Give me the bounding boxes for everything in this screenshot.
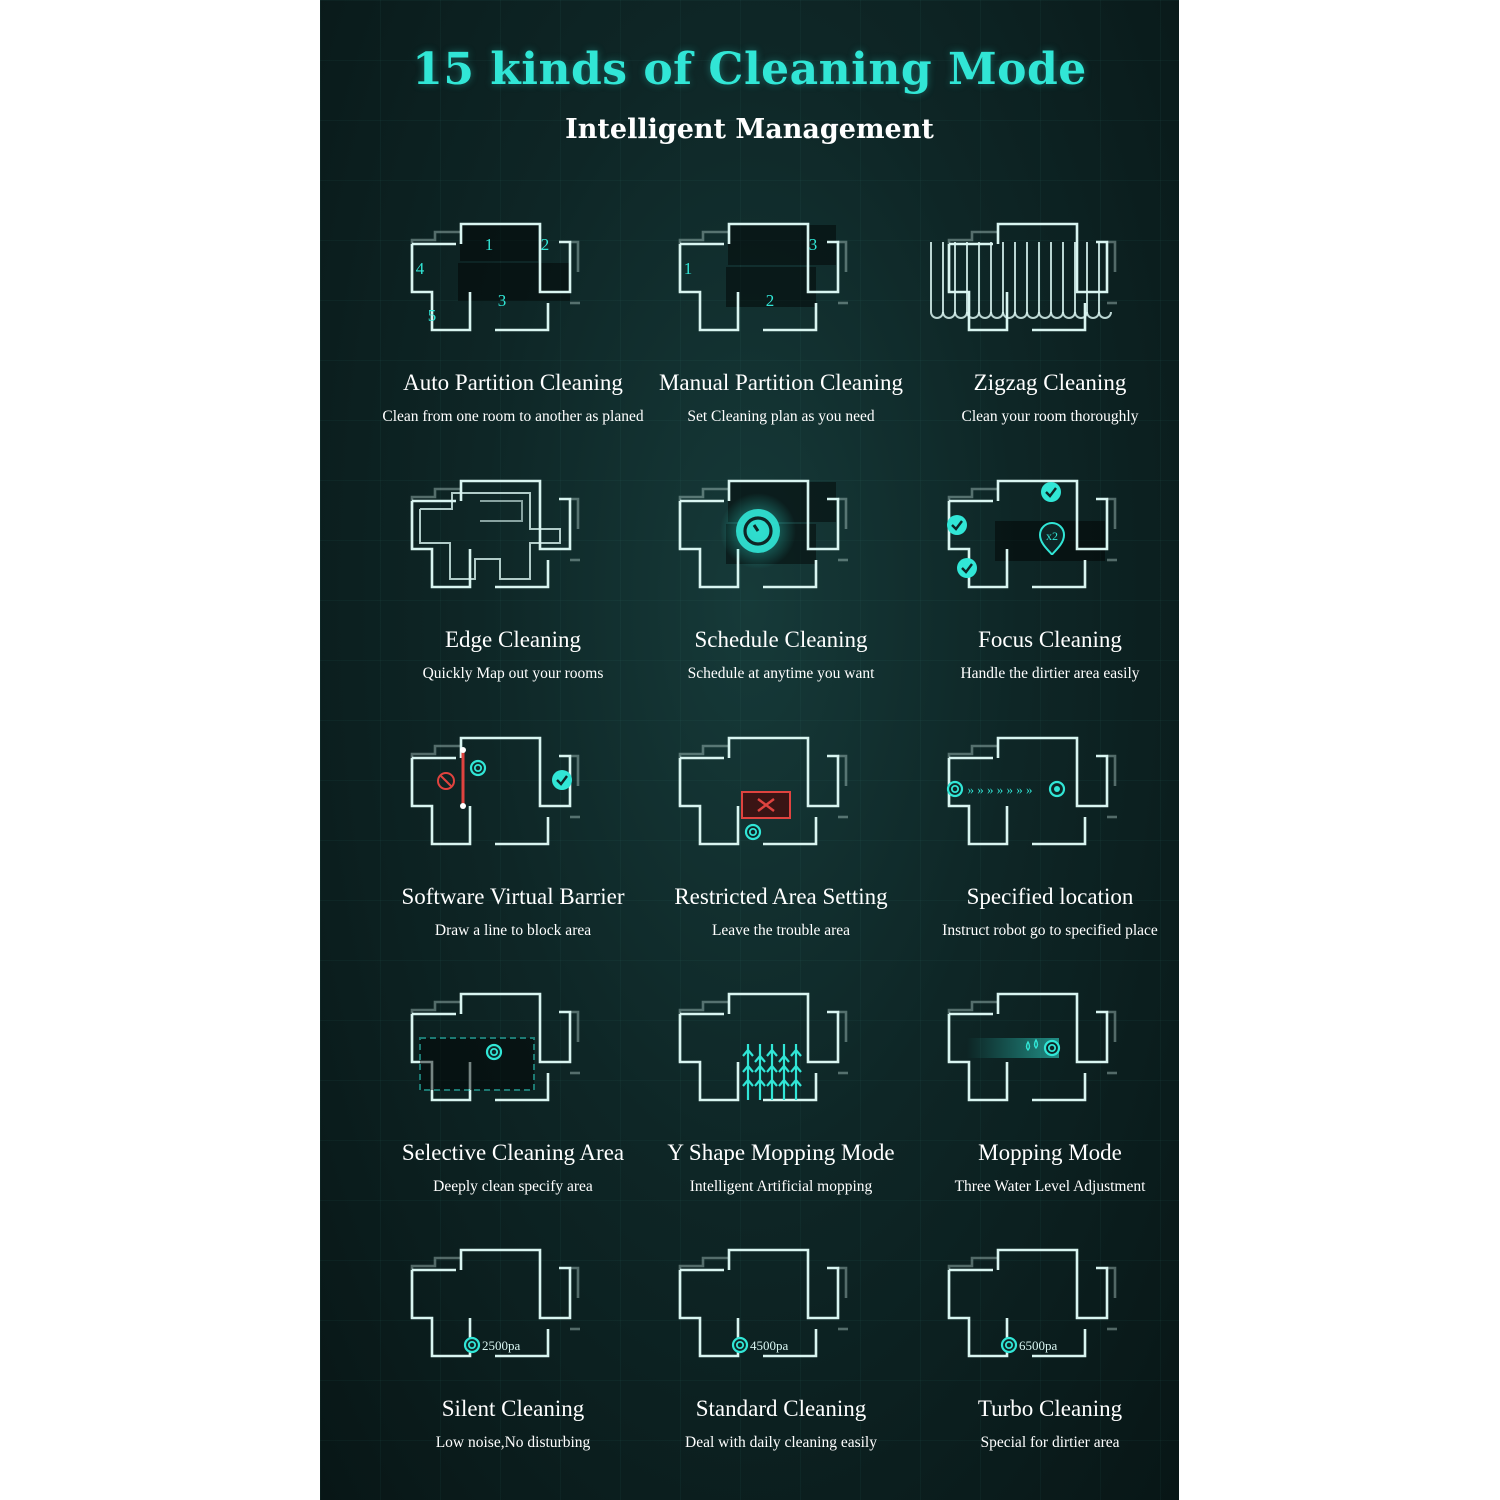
mode-description: Intelligent Artificial mopping	[689, 1178, 873, 1195]
svg-text:3: 3	[498, 291, 507, 310]
svg-text:» » » » » » »: » » » » » » »	[968, 782, 1033, 797]
target-location-icon: » » » » » » »	[907, 726, 1179, 866]
mode-description: Deal with daily cleaning easily	[685, 1434, 877, 1451]
mode-card-virtual-barrier: Software Virtual Barrier Draw a line to …	[370, 726, 656, 982]
mode-card-y-shape-mopping: Y Shape Mopping Mode Intelligent Artific…	[638, 982, 924, 1238]
mode-description: Set Cleaning plan as you need	[687, 408, 875, 425]
mode-description: Leave the trouble area	[711, 922, 851, 939]
mode-name: Restricted Area Setting	[674, 884, 888, 909]
svg-text:4500pa: 4500pa	[750, 1338, 789, 1353]
mode-card-zigzag: Zigzag Cleaning Clean your room thorough…	[907, 212, 1179, 468]
mode-card-selective-area: Selective Cleaning Area Deeply clean spe…	[370, 982, 656, 1238]
y-shape-mop-icon	[638, 982, 924, 1122]
mode-description: Draw a line to block area	[434, 922, 592, 939]
mode-description: Handle the dirtier area easily	[960, 665, 1140, 682]
svg-text:3: 3	[809, 235, 818, 254]
mode-name: Focus Cleaning	[978, 627, 1122, 652]
mode-description: Clean your room thoroughly	[961, 408, 1139, 425]
focus-pin-icon: x2	[907, 469, 1179, 609]
mode-card-standard: 4500pa Standard Cleaning Deal with daily…	[638, 1238, 924, 1494]
zigzag-path-icon	[907, 212, 1179, 352]
svg-text:2: 2	[541, 235, 550, 254]
auto-partition-map-icon: 1 2 3 4 5	[370, 212, 656, 352]
mode-card-auto-partition: 1 2 3 4 5 Auto Partition Cleaning Clean fro…	[370, 212, 656, 468]
mode-card-restricted-area: Restricted Area Setting Leave the troubl…	[638, 726, 924, 982]
suction-power-icon: 2500pa	[370, 1238, 656, 1378]
selection-area-icon	[370, 982, 656, 1122]
mode-card-mopping: Mopping Mode Three Water Level Adjustmen…	[907, 982, 1179, 1238]
suction-power-icon: 4500pa	[638, 1238, 924, 1378]
mode-card-manual-partition: 1 2 3 Manual Partition Cleaning Set Cleani…	[638, 212, 924, 468]
mode-name: Software Virtual Barrier	[401, 884, 625, 909]
mode-name: Specified location	[966, 884, 1134, 909]
mode-description: Special for dirtier area	[980, 1434, 1120, 1451]
mode-name: Silent Cleaning	[441, 1396, 585, 1421]
mode-card-focus: x2 Focus Cleaning Handle the dirtier are…	[907, 469, 1179, 725]
restricted-area-icon	[638, 726, 924, 866]
page-subtitle: Intelligent Management	[565, 114, 934, 145]
svg-text:x2: x2	[1046, 529, 1058, 543]
mode-name: Y Shape Mopping Mode	[667, 1140, 895, 1165]
mode-name: Turbo Cleaning	[977, 1396, 1123, 1421]
svg-text:1: 1	[684, 259, 693, 278]
svg-text:2500pa: 2500pa	[482, 1338, 521, 1353]
page-title: 15 kinds of Cleaning Mode	[412, 44, 1087, 95]
timer-icon	[638, 469, 924, 609]
svg-text:2: 2	[766, 291, 775, 310]
suction-power-icon: 6500pa	[907, 1238, 1179, 1378]
mode-description: Three Water Level Adjustment	[954, 1178, 1146, 1195]
mode-description: Quickly Map out your rooms	[422, 665, 604, 682]
mode-card-silent: 2500pa Silent Cleaning Low noise,No dist…	[370, 1238, 656, 1494]
water-drop-mop-icon	[907, 982, 1179, 1122]
mode-card-specified-location: » » » » » » » Specified location Instruc…	[907, 726, 1179, 982]
mode-card-schedule: Schedule Cleaning Schedule at anytime yo…	[638, 469, 924, 725]
svg-text:5: 5	[428, 306, 437, 325]
mode-name: Edge Cleaning	[444, 627, 582, 652]
mode-name: Standard Cleaning	[695, 1396, 867, 1421]
mode-description: Deeply clean specify area	[433, 1178, 593, 1195]
mode-name: Schedule Cleaning	[694, 627, 868, 652]
mode-description: Clean from one room to another as planed	[382, 408, 644, 425]
virtual-barrier-icon	[370, 726, 656, 866]
mode-name: Auto Partition Cleaning	[403, 370, 623, 395]
mode-description: Instruct robot go to specified place	[942, 922, 1158, 939]
mode-name: Selective Cleaning Area	[401, 1140, 625, 1165]
svg-text:6500pa: 6500pa	[1019, 1338, 1058, 1353]
edge-path-icon	[370, 469, 656, 609]
mode-description: Schedule at anytime you want	[687, 665, 875, 682]
feature-panel: 15 kinds of Cleaning Mode Intelligent Ma…	[320, 0, 1179, 1500]
svg-text:1: 1	[485, 235, 494, 254]
mode-card-edge: Edge Cleaning Quickly Map out your rooms	[370, 469, 656, 725]
mode-name: Mopping Mode	[978, 1140, 1122, 1165]
mode-name: Zigzag Cleaning	[973, 370, 1127, 395]
svg-text:4: 4	[416, 259, 425, 278]
manual-partition-map-icon: 1 2 3	[638, 212, 924, 352]
mode-card-turbo: 6500pa Turbo Cleaning Special for dirtie…	[907, 1238, 1179, 1494]
mode-description: Low noise,No disturbing	[435, 1434, 591, 1451]
mode-name: Manual Partition Cleaning	[658, 370, 903, 395]
